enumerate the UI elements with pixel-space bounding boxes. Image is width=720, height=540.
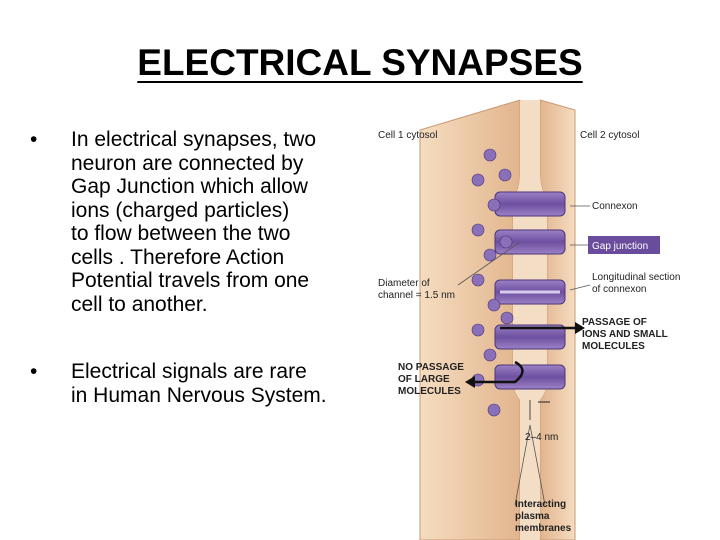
bullet-line: ions (charged particles): [71, 198, 290, 222]
bullet-marker: •: [30, 128, 38, 151]
bullet-line: to flow between the two: [71, 222, 291, 245]
label-interacting-1: Interacting: [515, 499, 566, 510]
label-interacting-2: plasma: [515, 511, 550, 522]
bullet-line: In electrical synapses, two: [71, 128, 317, 151]
label-no-passage-1: NO PASSAGE: [398, 362, 464, 373]
bullet-line: cells . Therefore Action: [71, 245, 285, 269]
bullet-item-2: • Electrical signals are rare in Human N…: [30, 360, 375, 407]
bullet-line: Gap Junction which allow: [71, 175, 308, 198]
bullet-line: Potential travels from one: [71, 269, 310, 292]
label-no-passage-3: MOLECULES: [398, 386, 461, 397]
label-diameter-2: channel = 1.5 nm: [378, 290, 455, 301]
bullet-item-1: • In electrical synapses, two neuron are…: [30, 128, 375, 316]
label-passage-1: PASSAGE OF: [582, 317, 647, 328]
bullet-line: Electrical signals are rare: [71, 360, 307, 383]
gap-junction-badge: [588, 236, 660, 254]
label-interacting-3: membranes: [515, 523, 572, 534]
label-gap-junction: Gap junction: [592, 241, 648, 252]
label-gap-width: 2–4 nm: [525, 432, 558, 443]
bullet-line: cell to another.: [71, 292, 208, 316]
label-cell1-cytosol: Cell 1 cytosol: [378, 130, 437, 141]
label-no-passage-2: OF LARGE: [398, 374, 450, 385]
label-connexon: Connexon: [592, 201, 638, 212]
bullet-line: neuron are connected by: [71, 151, 304, 175]
slide-title: ELECTRICAL SYNAPSES: [137, 42, 583, 83]
label-passage-2: IONS AND SMALL: [582, 329, 668, 340]
label-diameter-1: Diameter of: [378, 278, 430, 289]
bullet-line: in Human Nervous System.: [71, 383, 327, 407]
bullet-marker: •: [30, 360, 38, 383]
label-longitudinal-2: of connexon: [592, 284, 647, 295]
label-passage-3: MOLECULES: [582, 341, 645, 352]
label-longitudinal-1: Longitudinal section: [592, 272, 680, 283]
label-cell2-cytosol: Cell 2 cytosol: [580, 130, 639, 141]
gap-junction-diagram: Cell 1 cytosol Cell 2 cytosol Connexon G…: [378, 99, 680, 540]
bullet-list: • In electrical synapses, two neuron are…: [30, 128, 375, 407]
leader-lines: [457, 205, 591, 506]
